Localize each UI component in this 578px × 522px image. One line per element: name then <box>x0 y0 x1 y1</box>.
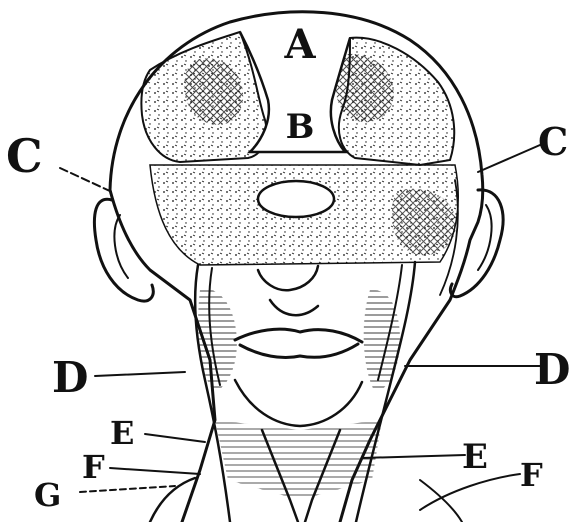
label-c-left: C <box>6 129 43 183</box>
label-f-left: F <box>82 448 105 486</box>
throat-hatching <box>215 420 382 500</box>
leader-e-left <box>145 434 205 442</box>
label-d-left: D <box>52 353 88 402</box>
leader-e-right <box>362 455 465 458</box>
label-e-left: E <box>110 414 134 452</box>
leader-c-right <box>478 145 540 172</box>
lips <box>235 329 362 357</box>
label-e-right: E <box>462 437 488 477</box>
central-opening <box>258 181 334 217</box>
leader-g <box>80 486 175 492</box>
label-f-right: F <box>520 456 543 494</box>
label-a: A <box>283 21 316 68</box>
label-g: G <box>34 476 61 514</box>
label-d-right: D <box>534 345 570 394</box>
nose-region <box>258 266 318 315</box>
leader-d-left <box>95 372 185 376</box>
chin <box>235 380 362 426</box>
shoulder-right <box>420 480 462 522</box>
leader-c-left <box>60 168 112 192</box>
label-b: B <box>286 107 315 147</box>
leader-f-left <box>110 468 200 474</box>
label-c-right: C <box>538 119 568 164</box>
left-ear <box>94 199 153 301</box>
